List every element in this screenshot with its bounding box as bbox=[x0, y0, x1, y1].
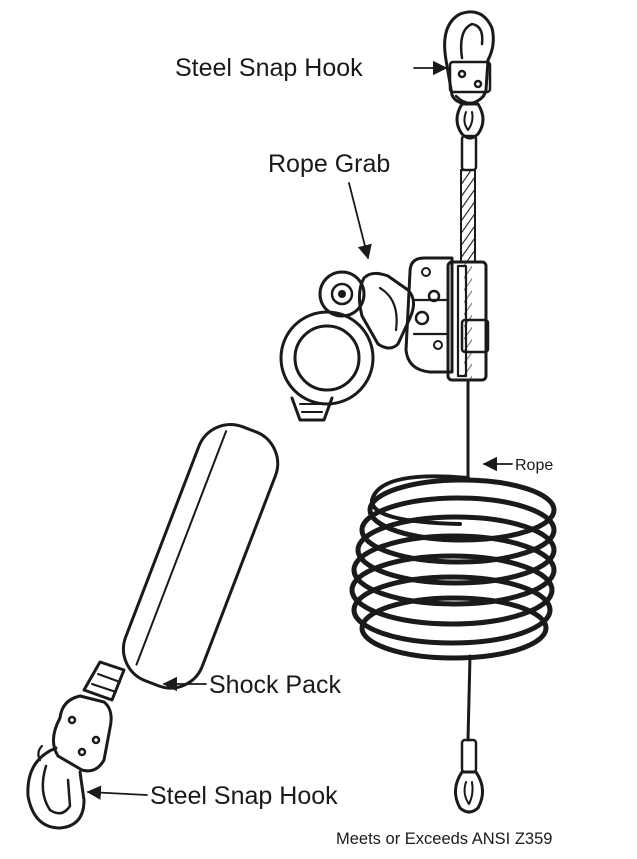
top-snap-hook bbox=[443, 10, 495, 172]
d-ring bbox=[279, 310, 375, 406]
label-rope: Rope bbox=[515, 457, 553, 474]
rope-coil bbox=[349, 474, 557, 814]
label-top-snap-hook: Steel Snap Hook bbox=[175, 54, 363, 82]
label-bottom-snap-hook: Steel Snap Hook bbox=[150, 782, 338, 810]
label-shock-pack: Shock Pack bbox=[209, 671, 342, 699]
label-arrows bbox=[86, 60, 513, 800]
rope-grab bbox=[318, 256, 490, 382]
label-rope-grab: Rope Grab bbox=[268, 150, 390, 178]
rope-upper bbox=[460, 169, 476, 263]
footnote-ansi: Meets or Exceeds ANSI Z359 bbox=[336, 830, 552, 848]
shock-pack bbox=[82, 396, 334, 702]
bottom-snap-hook bbox=[26, 694, 113, 830]
